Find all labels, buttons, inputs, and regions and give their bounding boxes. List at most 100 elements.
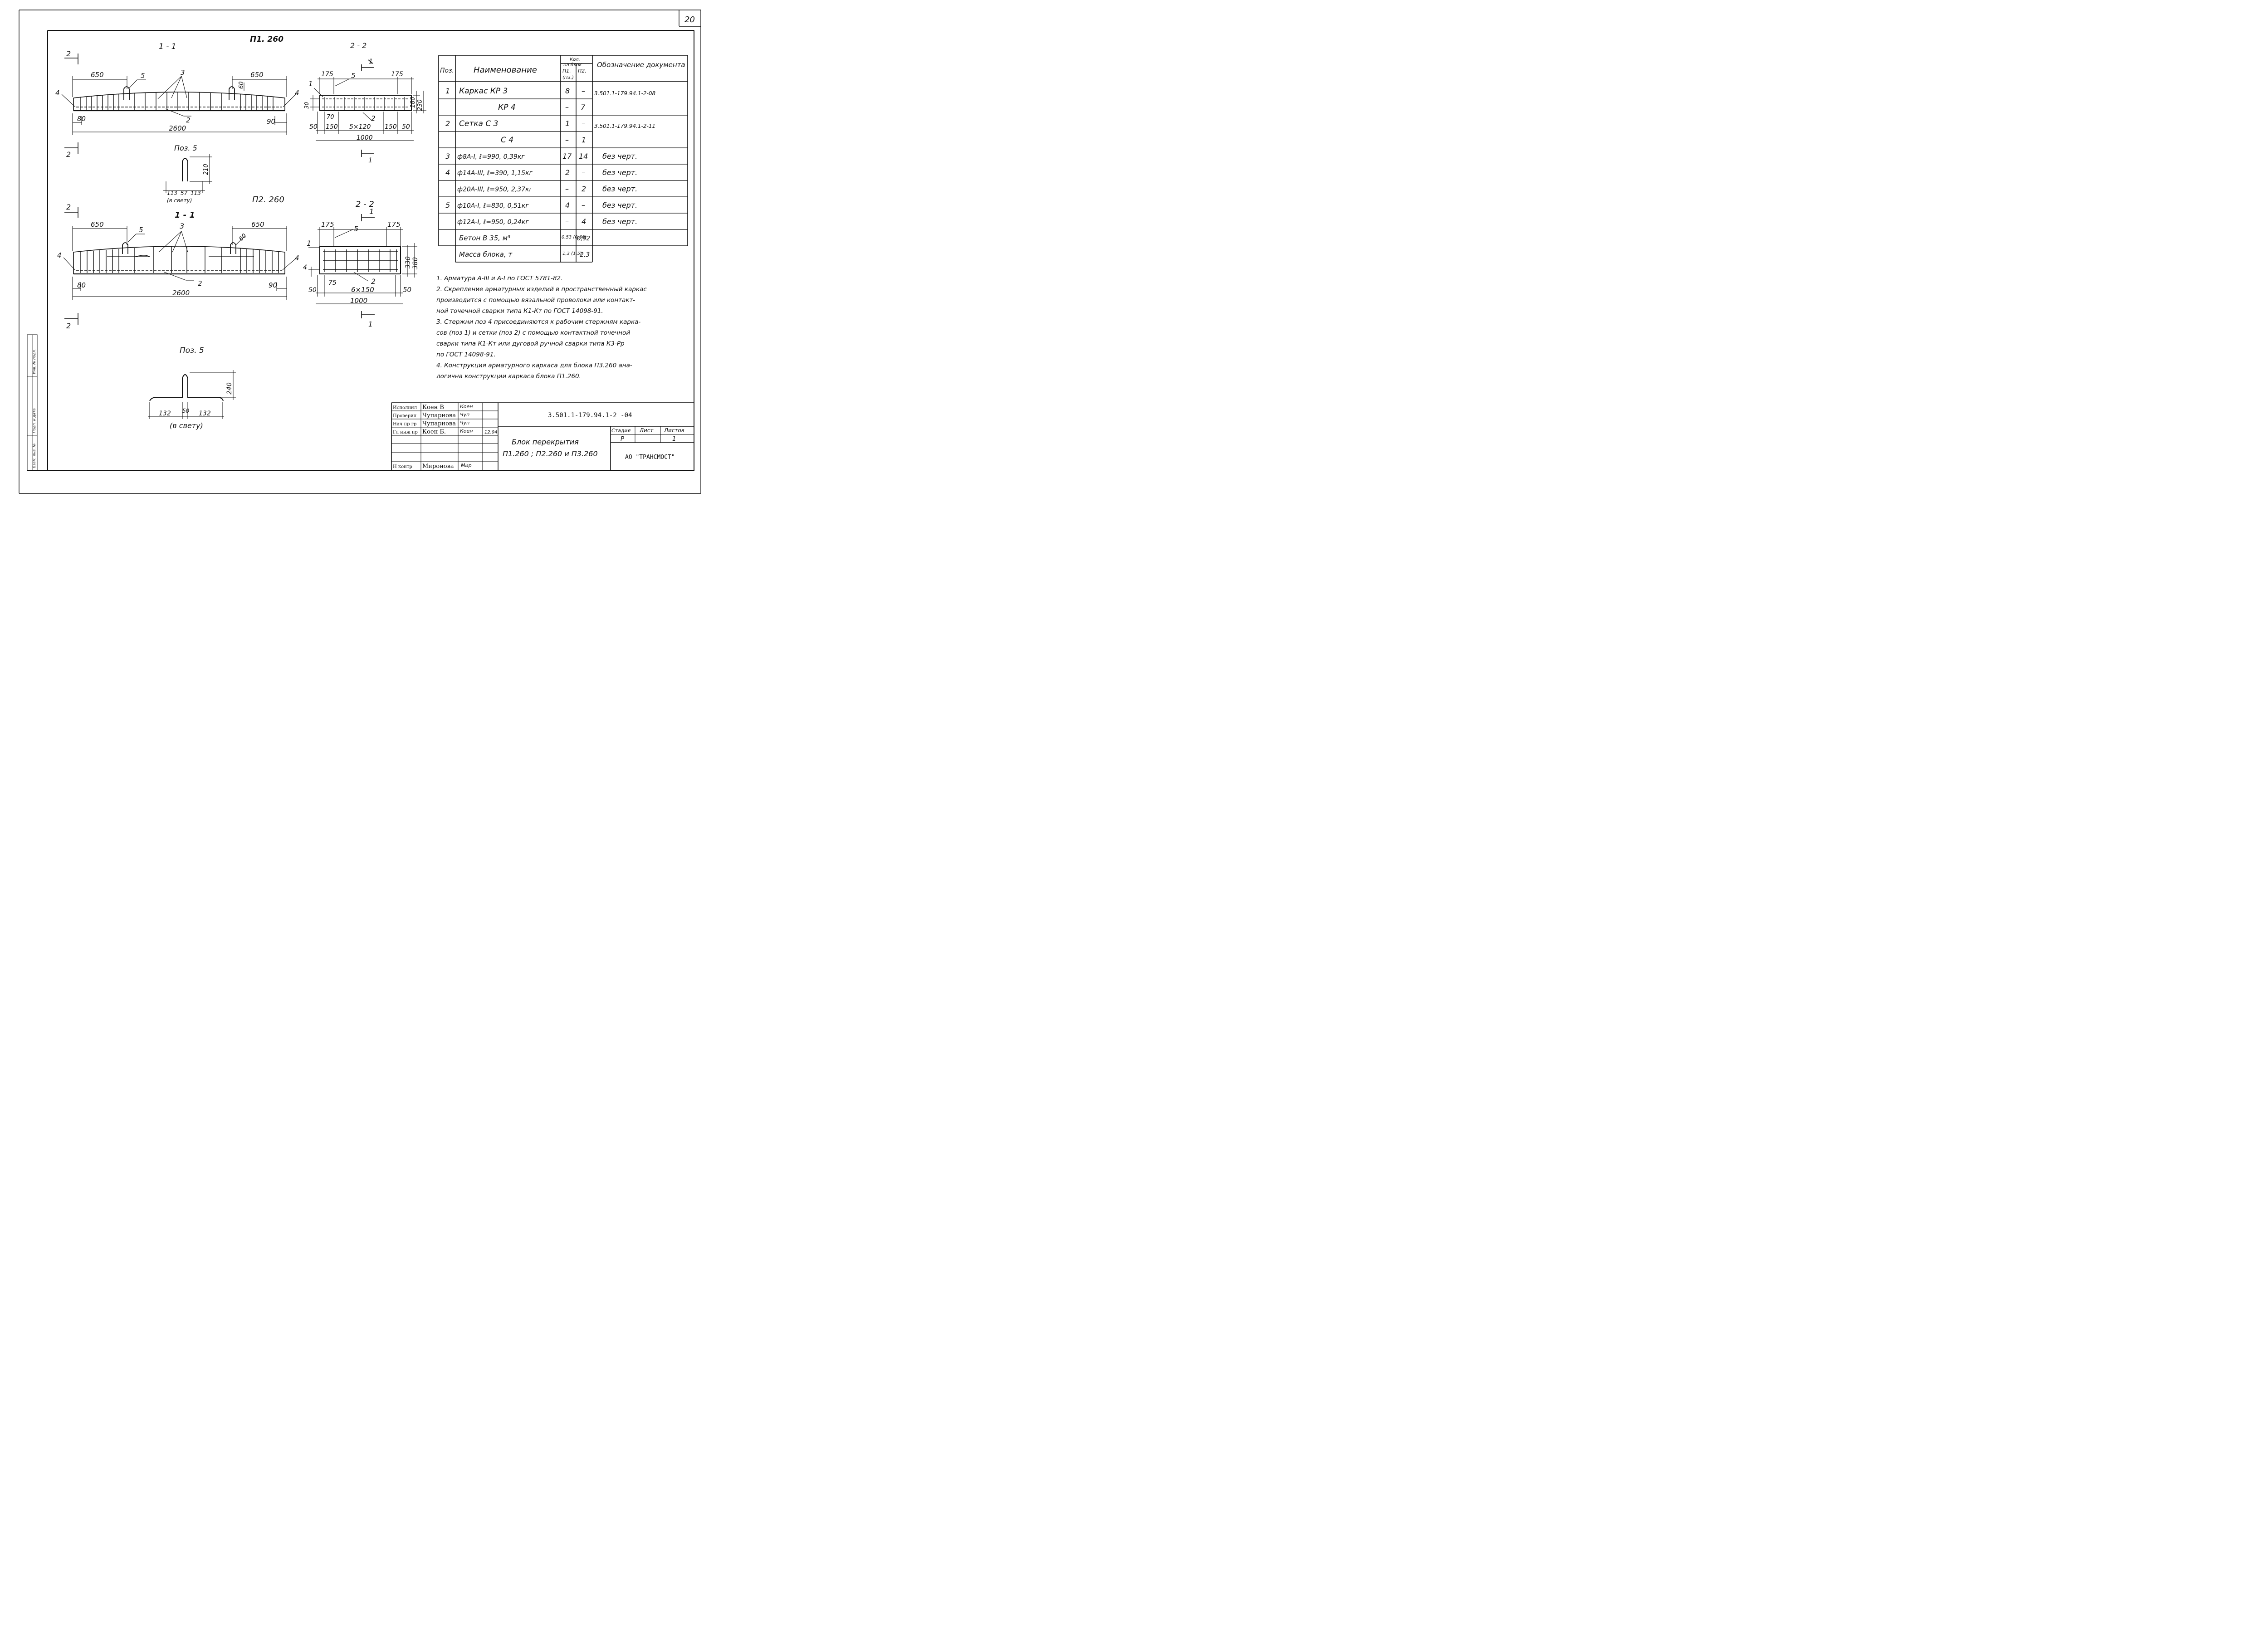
dim-left: 650 [91, 71, 104, 79]
tb-name-8: Миронова [422, 463, 454, 470]
side-stamp-3: Взам. инв. № [32, 444, 36, 468]
spec-row-11-name: Масса блока, т [459, 250, 513, 258]
p2-cut-mark-top: 2 [66, 203, 71, 211]
sheet-frame [19, 10, 701, 494]
spec-row-1-p1: 8 [565, 87, 570, 95]
p2-callout-4-right: 4 [295, 254, 299, 262]
section-p1-callout-5: 5 [351, 72, 356, 80]
spec-row-10-p2: 0,92 [577, 235, 590, 242]
spec-row-6-name: ф14А-III, ℓ=390, 1,15кг [457, 170, 533, 177]
pos5b-h: 240 [226, 382, 233, 395]
pos5a-l: 113 [167, 190, 177, 196]
p2-callout-5: 5 [139, 226, 143, 234]
callout-4-right: 4 [295, 89, 299, 97]
callout-3: 3 [181, 68, 185, 77]
tb-role-2: Проверил [393, 414, 416, 419]
section-p1-cut-top: 1 [369, 58, 373, 65]
notes: 1. Арматура А-III и А-I по ГОСТ 5781-82.… [436, 275, 647, 380]
note-line-7: сварки типа К1-Кт или дуговой ручной сва… [436, 340, 625, 347]
section-p2-dim-mid: 6×150 [351, 286, 374, 294]
spec-row-6-p1: 2 [565, 168, 570, 177]
section-p1-callout-2: 2 [371, 114, 376, 122]
section-p1-dim-mid: 5×120 [349, 123, 371, 131]
tb-sign-2: Чуп [460, 412, 469, 418]
section-p1-dim-e2: 175 [391, 71, 403, 78]
tb-title-1: Блок перекрытия [512, 438, 579, 446]
spec-row-9-p1: – [565, 217, 569, 226]
section-p2-cut-top: 1 [369, 207, 374, 216]
rebar-stirrups-p1 [80, 92, 274, 110]
section-p1-dim-c: 150 [385, 123, 397, 131]
tb-date-4: 12.94 [484, 430, 498, 435]
spec-row-6-pos: 4 [445, 168, 450, 177]
section-p2-label: 2 - 2 [356, 200, 374, 209]
section-p1-dim-e1: 175 [321, 71, 333, 78]
spec-row-5-name: ф8А-I, ℓ=990, 0,39кг [457, 153, 525, 161]
note-line-8: по ГОСТ 14098-91. [436, 351, 496, 358]
pos5a-note: (в свету) [167, 197, 192, 204]
spec-row-8-name: ф10А-I, ℓ=830, 0,51кг [457, 202, 529, 210]
drawing-p1-section: 2 - 2 1 1 [303, 41, 426, 164]
tb-stage-label: Стадия [611, 428, 631, 434]
spec-header-pos: Поз. [440, 67, 454, 74]
pos5b-l: 132 [159, 410, 171, 417]
section-p1-dim-total: 1000 [357, 134, 373, 141]
spec-row-7-name: ф20А-III, ℓ=950, 2,37кг [457, 186, 533, 193]
spec-row-7-doc: без черт. [602, 185, 637, 193]
side-stamp-2: Подп. и дата [32, 408, 36, 433]
p2-callout-2: 2 [198, 279, 202, 288]
p2-dim-total: 2600 [172, 289, 190, 297]
drawing-p2-section-label: 1 - 1 [175, 210, 195, 220]
tb-sheet-label: Лист [639, 427, 654, 434]
spec-row-1-doc: 3.501.1-179.94.1-2-08 [594, 90, 656, 97]
note-line-1: 1. Арматура А-III и А-I по ГОСТ 5781-82. [436, 275, 562, 282]
spec-header-p2: П2. [578, 68, 587, 74]
section-p1-label: 2 - 2 [350, 41, 367, 50]
tb-sign-8: Мир [461, 463, 472, 468]
section-p2-dim-b: 75 [328, 279, 337, 287]
callout-2: 2 [186, 116, 191, 124]
note-line-6: сов (поз 1) и сетки (поз 2) с помощью ко… [436, 329, 630, 336]
spec-row-7-p2: 2 [582, 185, 586, 193]
note-line-2: 2. Скрепление арматурных изделий в прост… [436, 286, 647, 293]
spec-row-9-name: ф12А-I, ℓ=950, 0,24кг [457, 219, 529, 226]
drawing-p2-title: П2. 260 [252, 195, 284, 205]
note-line-10: логична конструкции каркаса блока П1.260… [436, 373, 581, 380]
spec-row-8-pos: 5 [445, 201, 450, 210]
spec-row-3-name: Сетка С 3 [459, 119, 498, 128]
section-p1-dim-b: 150 [326, 123, 338, 131]
p2-dim-end-left: 80 [77, 281, 86, 289]
section-p1-dim-h2: 230 [417, 99, 424, 111]
pos5b-m: 50 [182, 408, 190, 414]
spec-row-1-p2: – [582, 87, 585, 95]
note-line-3: производится с помощью вязальной проволо… [436, 297, 635, 304]
drawing-p1-title: П1. 260 [250, 35, 284, 44]
tb-name-1: Коен В [422, 404, 444, 411]
pos5b-title: Поз. 5 [180, 346, 204, 355]
drawing-p2-section: 2 - 2 1 1 [303, 200, 419, 328]
sheet-number: 20 [684, 15, 695, 24]
p2-dim-loop-height: 60 [238, 233, 248, 243]
pos5b-r: 132 [199, 410, 211, 417]
section-p2-dim-e1: 175 [321, 220, 334, 229]
p2-callout-4-left: 4 [57, 251, 62, 259]
tb-sign-1: Коен [460, 404, 473, 410]
spec-row-5-p2: 14 [579, 152, 588, 161]
spec-row-1-pos: 1 [445, 87, 450, 95]
section-p2-dim-a: 50 [308, 287, 317, 294]
spec-header-doc: Обозначение документа [597, 61, 685, 69]
drawing-sheet: 20 Инв. № подл. Подп. и дата Взам. инв. … [19, 10, 701, 494]
cut-mark-top: 2 [66, 49, 71, 58]
section-p2-callout-4: 4 [303, 264, 307, 271]
dim-loop-height: 60 [238, 81, 245, 89]
spec-row-7-p1: – [565, 185, 569, 193]
section-p2-callout-2: 2 [371, 277, 376, 286]
spec-header-qty: Кол. [570, 57, 580, 62]
pos5-detail-b: Поз. 5 240 132 50 132 (в свету) [148, 346, 236, 430]
dim-right: 650 [250, 71, 264, 79]
spec-row-5-pos: 3 [445, 152, 450, 161]
drawing-p1-section-label: 1 - 1 [159, 42, 176, 51]
section-p2-dim-total: 1000 [350, 297, 367, 305]
tb-sheets-label: Листов [664, 427, 684, 434]
p2-dim-end-right: 90 [269, 281, 277, 289]
